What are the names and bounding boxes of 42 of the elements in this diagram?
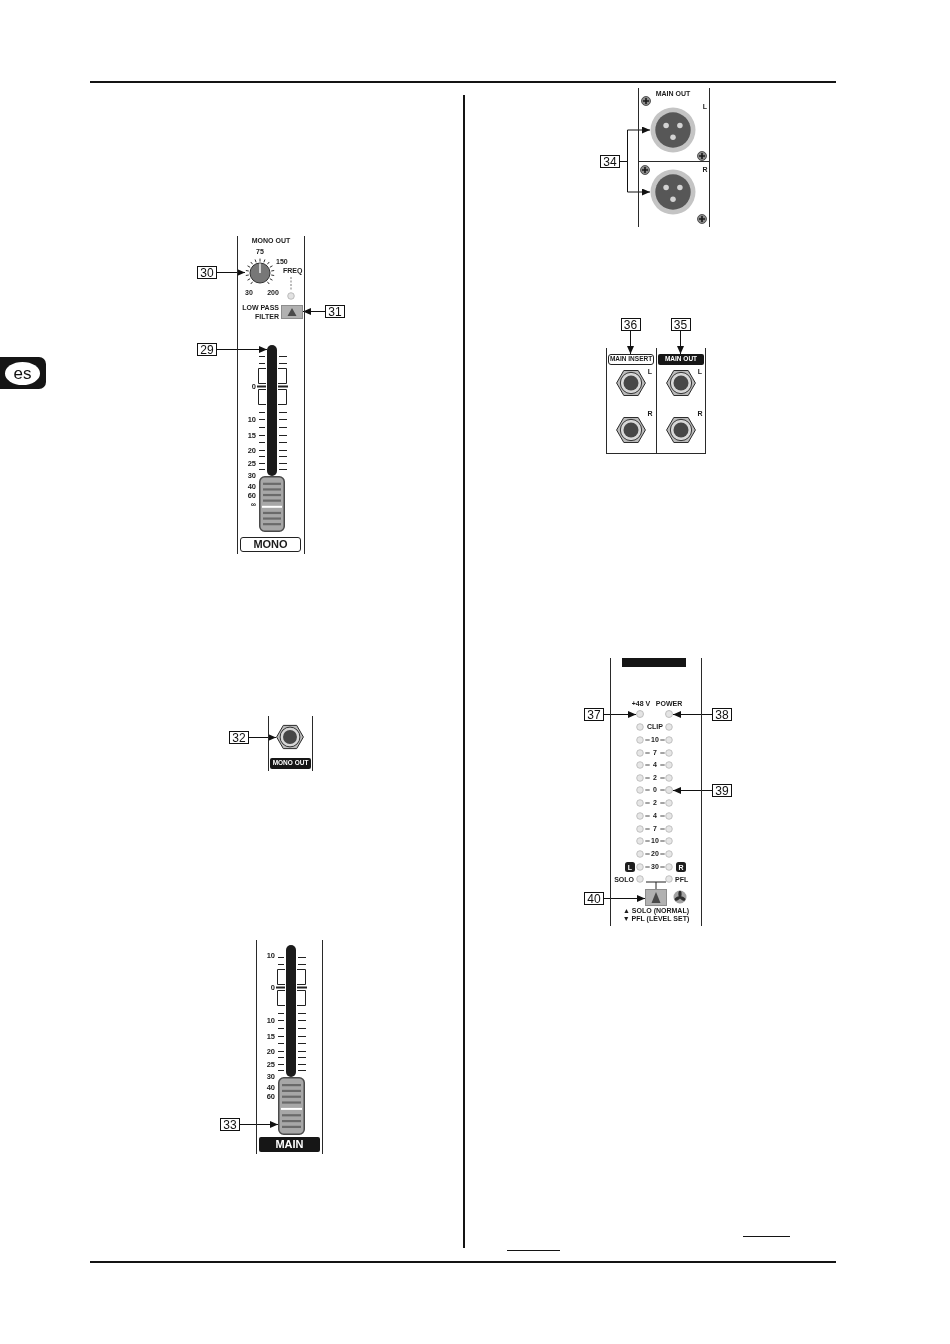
leader-arrow: [216, 269, 246, 276]
jack-socket: [616, 368, 646, 398]
callout-number: 39: [712, 784, 732, 797]
leader-arrow: [302, 308, 326, 315]
jack-socket: [666, 415, 696, 445]
callout-number: 32: [229, 731, 249, 744]
language-label: es: [5, 362, 40, 385]
leader-arrow: [603, 711, 637, 718]
push-button: [281, 305, 303, 319]
jack-socket: [616, 415, 646, 445]
callout-number: 36: [620, 318, 641, 331]
leader-arrow: [239, 1121, 279, 1128]
callout-number: 33: [220, 1118, 240, 1131]
fader-knob: [259, 476, 285, 532]
callout-number: 38: [712, 708, 732, 721]
xlr-socket: [650, 107, 696, 153]
callout-number: 30: [197, 266, 217, 279]
leader-arrow: [627, 330, 634, 355]
jack-socket: [276, 723, 304, 751]
led-indicator-icon: [665, 786, 673, 794]
channel-name-plate: MONO: [240, 537, 301, 552]
leader-arrow: [677, 330, 684, 355]
fader-knob: [278, 1077, 305, 1135]
channel-name-plate: MAIN: [259, 1137, 320, 1152]
callout-number: 40: [584, 892, 604, 905]
leader-arrow: [216, 346, 268, 353]
push-button: [645, 889, 667, 906]
callout-number: 31: [325, 305, 345, 318]
jack-socket: [666, 368, 696, 398]
leader-arrow: [672, 787, 713, 794]
leader-arrow: [672, 711, 713, 718]
callout-number: 35: [670, 318, 691, 331]
callout-number: 29: [197, 343, 217, 356]
callout-number: 37: [584, 708, 604, 721]
led-indicator-icon: [636, 710, 644, 718]
leader-arrow: [619, 161, 651, 196]
xlr-socket: [650, 169, 696, 215]
callout-number: 34: [600, 155, 620, 168]
leader-arrow: [603, 895, 646, 902]
fader-slot: [267, 345, 277, 476]
leader-arrow: [248, 734, 277, 741]
led-indicator-icon: [665, 710, 673, 718]
